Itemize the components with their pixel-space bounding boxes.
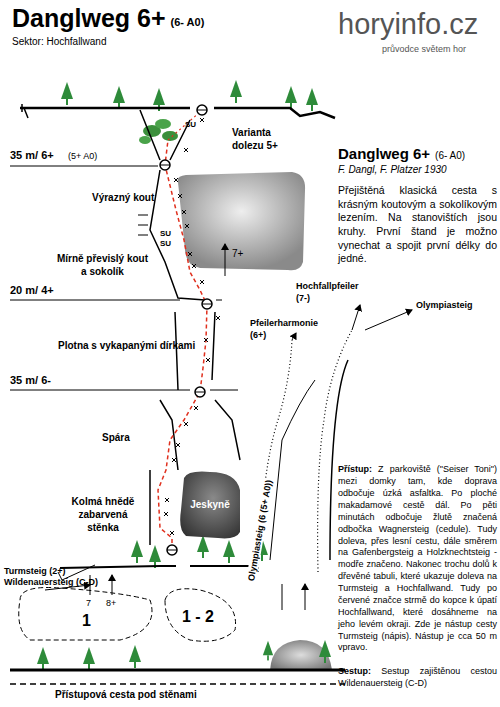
route-name: Olympiasteig — [416, 300, 473, 310]
approach-column: Přístup: Z parkoviště ("Seiser Toni") me… — [338, 464, 497, 702]
pitch-label: (5+ A0) — [68, 151, 97, 161]
grade-note: (6- A0) — [435, 150, 465, 162]
logo: horyinfo.cz — [338, 8, 478, 41]
path-label: Přístupová cesta pod stěnami — [55, 689, 197, 701]
route-name: Turmsteig (2+) — [4, 566, 66, 576]
grade-number: 7 — [86, 598, 91, 608]
logo-tagline: průvodce světem hor — [382, 44, 466, 54]
route-name: Hochfallpfeiler (7-) — [296, 281, 366, 304]
cave-label: Jeskyně — [190, 499, 229, 511]
sector-label: Sektor: Hochfallwand — [12, 36, 107, 48]
section-heading: Přístup: — [338, 464, 372, 474]
feature-label: Mírně převislý kout a sokolík — [55, 252, 150, 278]
cave-shape: Jeskyně — [178, 470, 242, 540]
belay-note: SU — [160, 239, 171, 248]
feature-label: Spára — [102, 432, 130, 444]
feature-label: Kolmá hnědě zabarvená stěnka — [62, 495, 144, 534]
route-note: Varianta dolezu 5+ — [232, 126, 296, 152]
belay-note: SU — [185, 120, 196, 129]
section-text: Z parkoviště ("Seiser Toni") mezi domky … — [338, 464, 497, 652]
section-heading: Sestup: — [338, 666, 371, 676]
route-name: Pfeilerharmonie (6+) — [250, 318, 322, 341]
sector-number: 1 - 2 — [182, 608, 214, 626]
grade-number: 8+ — [106, 598, 116, 608]
route-heading: Danglweg 6+ — [338, 145, 430, 162]
pitch-label: 35 m/ 6+ — [10, 149, 54, 162]
feature-label: Výrazný kout — [92, 192, 154, 204]
route-name: Olympiasteig (6 (5+ A0)) — [246, 479, 274, 582]
route-title: Danglweg 6+ — [12, 4, 166, 33]
author-line: F. Dangl, F. Platzer 1930 — [338, 164, 447, 176]
belay-note: SU — [160, 229, 171, 238]
route-name: Wildenauersteig (C-D) — [4, 577, 98, 587]
pitch-label: 35 m/ 6- — [10, 374, 51, 387]
grade-number: 7+ — [232, 248, 243, 260]
feature-label: Plotna s vykapanými dírkami — [58, 340, 195, 352]
sector-number: 1 — [82, 612, 91, 630]
description: Přejištěná klasická cesta s krásným kout… — [338, 184, 497, 266]
grade-note: (6- A0) — [171, 16, 205, 29]
pitch-label: 20 m/ 4+ — [10, 284, 54, 297]
